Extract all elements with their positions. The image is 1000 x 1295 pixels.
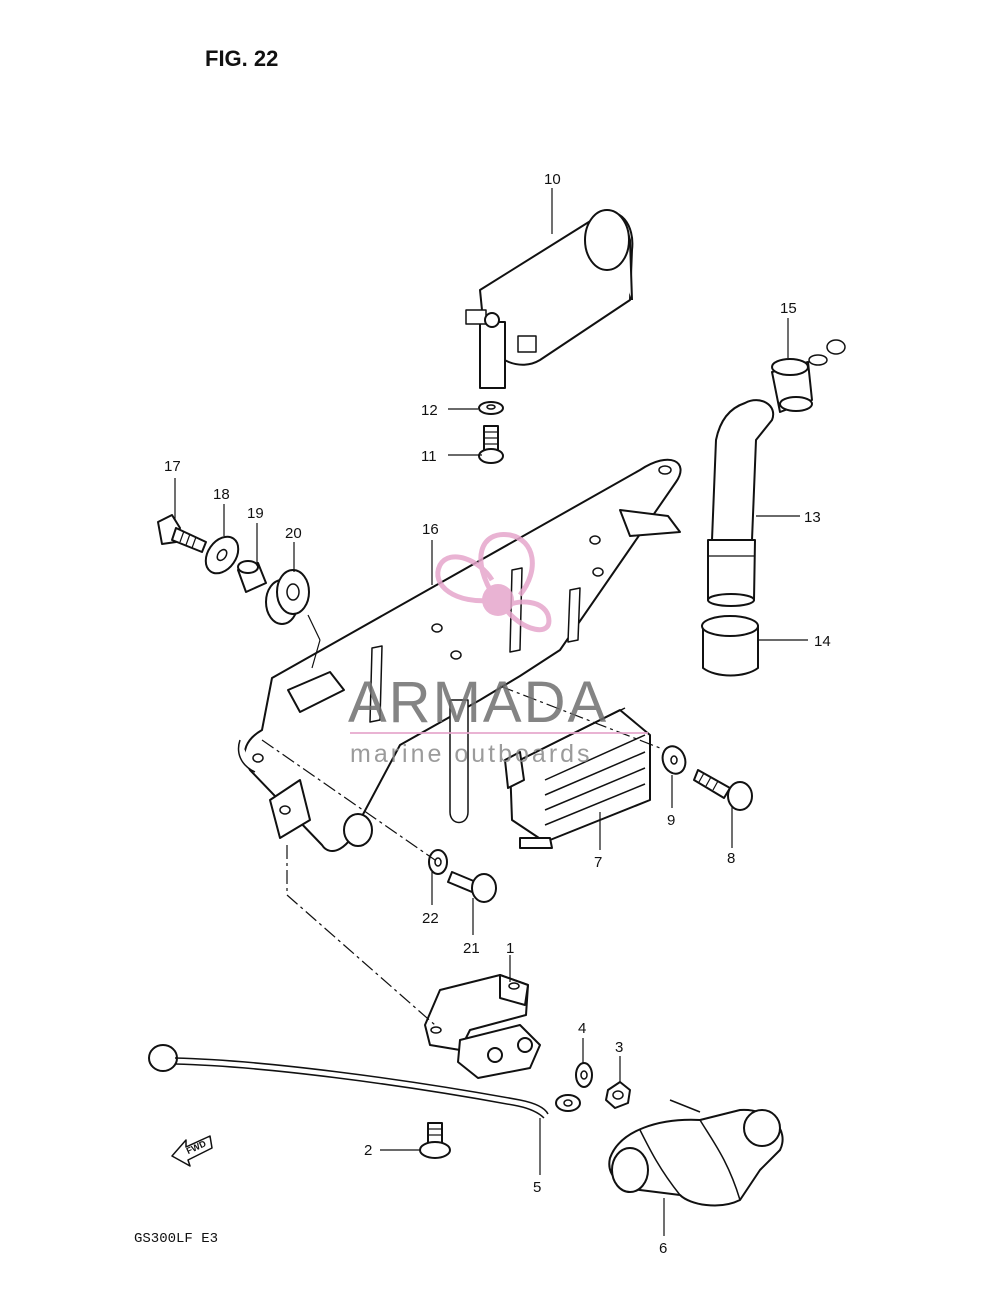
callout-19: 19	[247, 505, 264, 522]
callout-12: 12	[421, 402, 438, 419]
callout-18: 18	[213, 486, 230, 503]
callout-17: 17	[164, 458, 181, 475]
callout-21: 21	[463, 940, 480, 957]
leader-lines	[174, 188, 808, 1236]
nut-3	[605, 1081, 631, 1109]
screw-11	[478, 425, 504, 464]
bolt-8	[693, 769, 753, 811]
callout-10: 10	[544, 171, 561, 188]
callout-15: 15	[780, 300, 797, 317]
watermark-brand: ARMADA	[348, 670, 608, 735]
screw-2	[419, 1122, 451, 1159]
cushion-20	[265, 569, 310, 625]
armada-watermark: ARMADA marine outboards	[348, 531, 648, 768]
callout-2: 2	[364, 1142, 372, 1159]
washer-4	[575, 1062, 593, 1088]
callout-11: 11	[421, 448, 437, 465]
cap-cover	[701, 615, 759, 677]
spacer-19	[237, 560, 267, 593]
washer-22	[428, 849, 448, 875]
figure-title: FIG. 22	[205, 46, 278, 71]
watermark-tagline: marine outboards	[350, 740, 593, 768]
callout-20: 20	[285, 525, 302, 542]
propeller-logo-icon	[435, 531, 552, 633]
callout-13: 13	[804, 509, 821, 526]
bracket	[237, 458, 682, 852]
callout-5: 5	[533, 1179, 541, 1196]
callout-8: 8	[727, 850, 735, 867]
starter-relay	[424, 974, 541, 1079]
callout-16: 16	[422, 521, 439, 538]
fwd-arrow-icon: FWD	[171, 1135, 213, 1167]
callout-labels: 10 15 13 14 12 11 17 18 19 20 16 7 9 8 2…	[164, 171, 831, 1257]
regulator-rectifier	[504, 707, 651, 849]
washer-12	[478, 401, 504, 415]
plug-cap	[707, 399, 775, 607]
bolt-21	[447, 871, 497, 903]
callout-22: 22	[422, 910, 439, 927]
callout-4: 4	[578, 1020, 586, 1037]
model-code: GS300LF E3	[134, 1231, 218, 1247]
plug-cap-seal	[771, 354, 828, 413]
bolt-17	[157, 514, 207, 553]
washer-18	[204, 535, 240, 575]
relay-cover	[608, 1099, 784, 1207]
callout-1: 1	[506, 940, 514, 957]
callout-9: 9	[667, 812, 675, 829]
ignition-coil	[465, 155, 927, 389]
callout-6: 6	[659, 1240, 667, 1257]
callout-14: 14	[814, 633, 831, 650]
lead-wire	[148, 1044, 581, 1119]
callout-3: 3	[615, 1039, 623, 1056]
callout-7: 7	[594, 854, 602, 871]
washer-9	[661, 745, 687, 775]
